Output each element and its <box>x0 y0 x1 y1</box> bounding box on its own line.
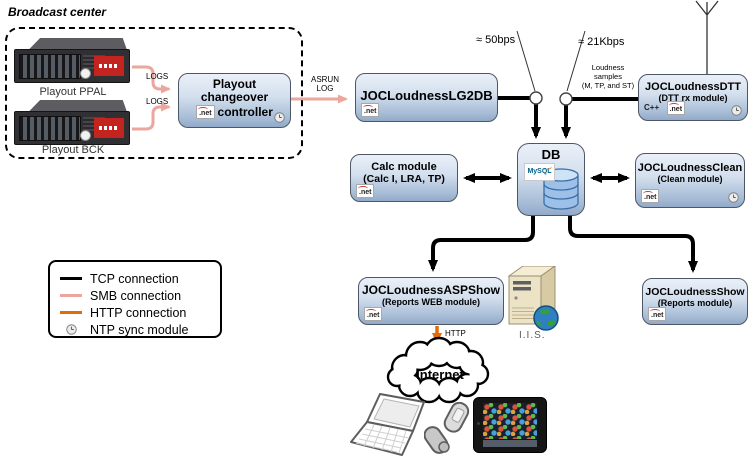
node-jocloudnessshow: JOCLoudnessShow (Reports module) .net <box>642 278 748 325</box>
rate-label-21kbps: ≈ 21Kbps <box>578 36 625 48</box>
dotnet-logo: .net <box>196 105 215 119</box>
dotnet-logo: .net <box>641 189 660 203</box>
edge-label-logs-top: LOGS <box>146 72 169 81</box>
tcp-line-swatch <box>60 276 82 281</box>
node-jocloudnesslg2db: JOCLoudnessLG2DB .net <box>355 73 498 122</box>
broadcast-center-group <box>5 27 303 159</box>
internet-label: Internet <box>416 367 464 382</box>
mysql-logo: MySQL <box>524 163 555 181</box>
edge-label-http: HTTP <box>445 329 466 338</box>
junction-point <box>529 91 543 105</box>
drive-bays <box>19 54 81 79</box>
rate-leader-lg2db <box>516 30 536 92</box>
server-label-ppal: Playout PPAL <box>39 86 107 98</box>
node-calc-module: Calc module (Calc I, LRA, TP) .net <box>350 154 458 202</box>
server-label-bck: Playout BCK <box>41 144 105 156</box>
legend-item-http: HTTP connection <box>60 304 210 321</box>
iis-server-icon <box>503 265 561 337</box>
edge-bck-controller <box>132 102 171 131</box>
drive-bays <box>19 116 81 141</box>
laptop-icon <box>350 393 446 460</box>
edge-lg2db-db <box>498 96 541 139</box>
broadcast-center-title: Broadcast center <box>8 5 107 19</box>
legend-item-smb: SMB connection <box>60 287 210 304</box>
edge-label-logs-bottom: LOGS <box>146 97 169 106</box>
edge-ppal-controller <box>132 65 171 94</box>
server-playout-ppal <box>14 38 132 86</box>
iis-label: I.I.S. <box>519 330 546 341</box>
dotnet-logo: .net <box>666 100 686 115</box>
server-playout-bck <box>14 100 132 148</box>
http-line-swatch <box>60 310 82 315</box>
dotnet-logo: .net <box>364 307 383 321</box>
dotnet-logo: .net <box>356 184 375 198</box>
node-jocloudnessdtt: JOCLoudnessDTT (DTT rx module) C++ .net <box>638 74 748 121</box>
edge-label-loudness-samples: Loudness samples (M, TP, and ST) <box>581 63 635 90</box>
smb-line-swatch <box>60 293 82 298</box>
legend-item-ntp: NTP sync module <box>60 321 210 338</box>
legend-item-tcp: TCP connection <box>60 270 210 287</box>
brand-badge <box>94 56 124 76</box>
node-jocloudnessaspshow: JOCLoudnessASPShow (Reports WEB module) … <box>358 277 504 325</box>
legend: TCP connection SMB connection HTTP conne… <box>48 260 222 338</box>
ntp-clock-icon <box>274 112 285 123</box>
dotnet-logo: .net <box>648 307 667 321</box>
ntp-clock-icon <box>728 192 739 203</box>
cpp-label: C++ <box>644 103 660 113</box>
antenna-icon <box>695 0 719 75</box>
node-db: DB MySQL <box>517 143 585 216</box>
database-cylinder-icon <box>543 168 579 210</box>
brand-badge <box>94 118 124 138</box>
edge-db-aspshow <box>428 216 535 272</box>
ntp-clock-icon <box>65 324 77 335</box>
internet-cloud <box>386 336 490 404</box>
junction-point <box>559 92 573 106</box>
edge-dtt-db <box>561 97 638 139</box>
tablet-icon <box>473 397 547 453</box>
node-jocloudnessclean: JOCLoudnessClean (Clean module) .net <box>635 153 745 208</box>
ntp-clock-icon <box>731 105 742 116</box>
rate-leader-dtt <box>566 30 586 92</box>
rate-label-50bps: ≈ 50bps <box>476 34 516 46</box>
tablet-screen <box>483 403 537 439</box>
edge-db-show <box>568 216 698 273</box>
node-playout-changeover-controller: Playout changeover .net controller <box>178 73 291 128</box>
mobile-phone-icon <box>423 401 472 460</box>
dotnet-logo: .net <box>361 103 380 117</box>
